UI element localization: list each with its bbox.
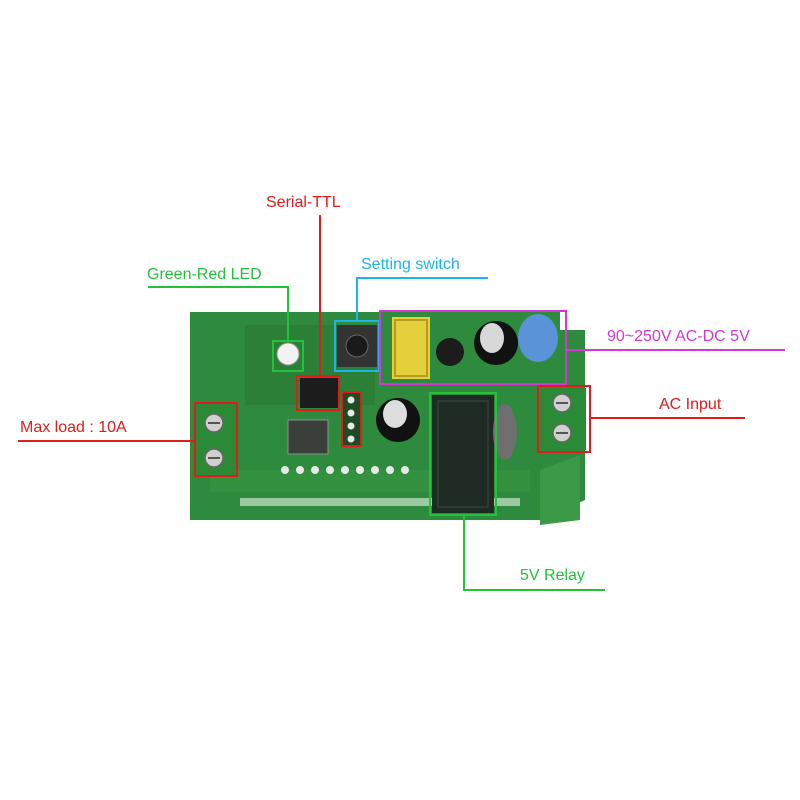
ac-terminal-block	[540, 388, 586, 450]
tact-switch	[337, 325, 377, 367]
relay-component	[432, 395, 494, 513]
max-load-box	[194, 402, 238, 477]
capacitor	[376, 398, 420, 442]
max-load-label: Max load : 10A	[20, 419, 127, 436]
serial-chip	[300, 378, 338, 408]
serial-ttl-label: Serial-TTL	[266, 194, 341, 211]
relay-leader	[463, 515, 605, 591]
led-leader	[148, 286, 289, 341]
led-box	[272, 340, 304, 372]
green-red-led-label: Green-Red LED	[147, 266, 262, 283]
power-supply-box	[379, 310, 567, 385]
relay-label: 5V Relay	[520, 567, 585, 584]
mcu-chip	[287, 419, 329, 455]
pcb-silk-strip	[240, 498, 520, 506]
power-supply-components	[392, 314, 558, 379]
setting-switch-label: Setting switch	[361, 256, 460, 273]
ac-input-label: AC Input	[659, 396, 722, 413]
pin-header-row	[281, 466, 409, 474]
annotation-overlays	[18, 215, 785, 591]
serial-pins-box	[341, 391, 362, 447]
power-supply-label: 90~250V AC-DC 5V	[607, 328, 750, 345]
led-component	[276, 342, 300, 366]
load-terminal-block	[197, 405, 235, 475]
serial-pin-header	[343, 393, 360, 445]
pcb-edge	[540, 455, 580, 525]
serial-ttl-box	[296, 375, 340, 411]
relay-side-part	[493, 404, 517, 460]
